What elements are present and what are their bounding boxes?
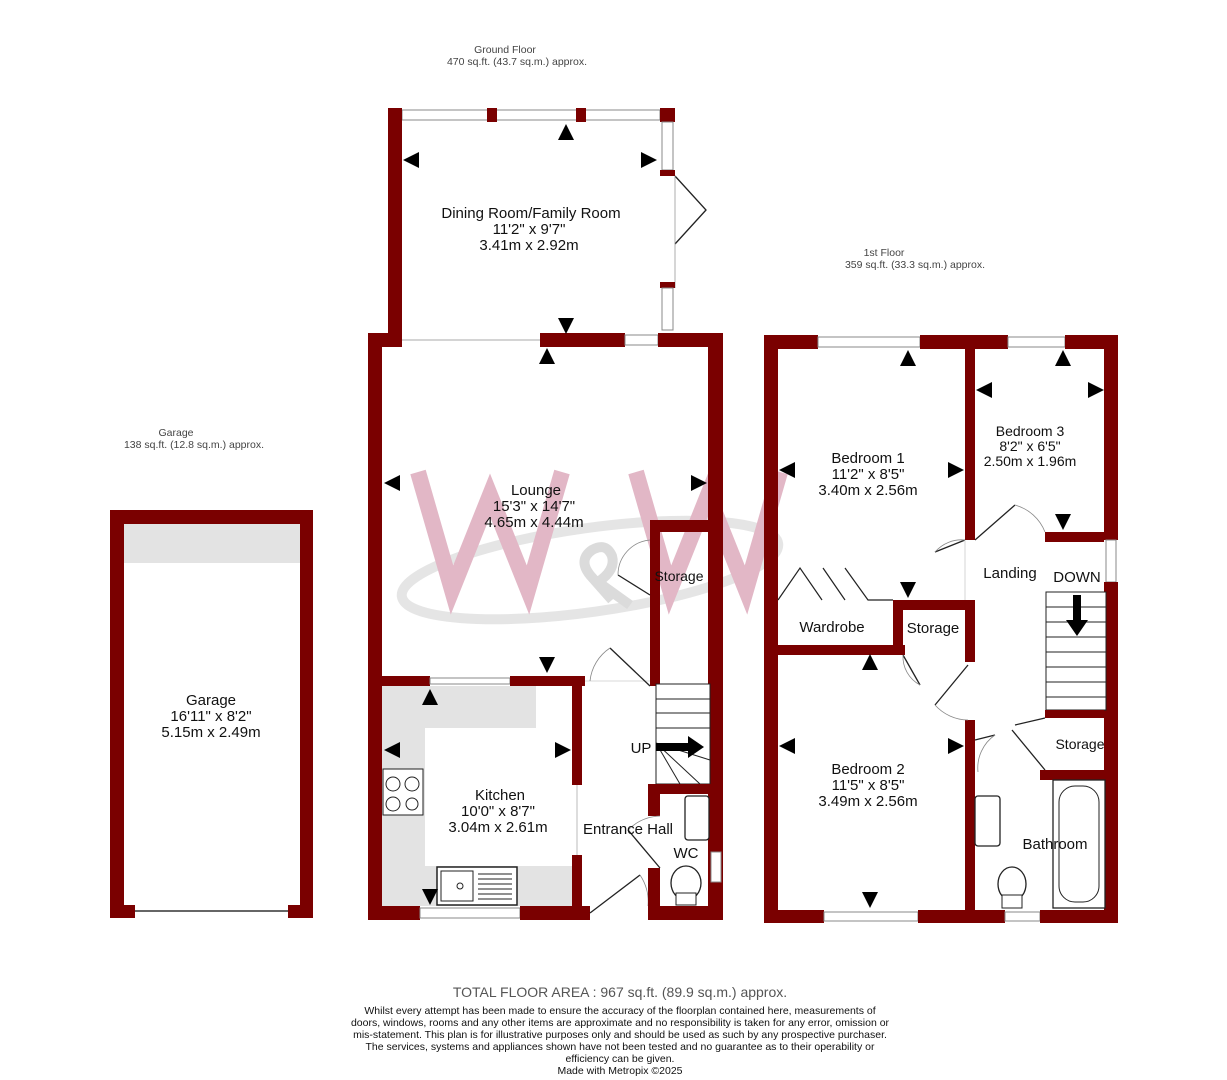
dimension-arrows-ground [384,124,707,905]
bedroom1-imperial: 11'2" x 8'5" [832,466,905,483]
basin-icon [684,795,710,841]
ground-floor-area: 470 sq.ft. (43.7 sq.m.) approx. [447,56,587,68]
garage-plan [110,510,313,918]
up-label: UP [631,740,652,757]
dining-metric: 3.41m x 2.92m [479,237,578,254]
watermark-logo [396,469,788,625]
lounge-name: Lounge [511,482,561,499]
bath-icon [1052,779,1106,909]
ground-floor-title: Ground Floor [474,44,536,56]
storage-first-label: Storage [907,620,960,637]
kitchen-imperial: 10'0" x 8'7" [461,803,535,820]
down-label: DOWN [1053,569,1101,586]
garage-name: Garage [186,692,236,709]
bedroom3-metric: 2.50m x 1.96m [984,453,1077,469]
dining-name: Dining Room/Family Room [441,205,620,222]
bedroom1-name: Bedroom 1 [831,450,904,467]
garage-floor-title: Garage [158,427,193,439]
bathroom-basin-icon [974,795,1001,847]
hob-icon [382,768,424,816]
dimension-arrows-first [779,350,1104,908]
stairs-down-icon [1045,591,1107,711]
bedroom2-metric: 3.49m x 2.56m [818,793,917,810]
storage-first2-label: Storage [1055,736,1104,752]
lounge-imperial: 15'3" x 14'7" [493,498,575,515]
footer: TOTAL FLOOR AREA : 967 sq.ft. (89.9 sq.m… [300,983,940,1077]
bedroom3-name: Bedroom 3 [996,423,1065,439]
wc-label: WC [674,845,699,862]
ground-floor-plan [368,108,723,920]
bedroom2-imperial: 11'5" x 8'5" [832,777,905,794]
stairs-up-icon [655,683,711,785]
first-floor-title: 1st Floor [864,247,905,259]
lounge-metric: 4.65m x 4.44m [484,514,583,531]
kitchen-metric: 3.04m x 2.61m [448,819,547,836]
first-floor-area: 359 sq.ft. (33.3 sq.m.) approx. [845,259,985,271]
kitchen-name: Kitchen [475,787,525,804]
sink-icon [436,866,518,906]
bathroom-label: Bathroom [1022,836,1087,853]
garage-floor-area: 138 sq.ft. (12.8 sq.m.) approx. [124,439,264,451]
disclaimer: Whilst every attempt has been made to en… [350,1005,890,1065]
landing-label: Landing [983,565,1036,582]
garage-imperial: 16'11" x 8'2" [170,708,251,725]
garage-metric: 5.15m x 2.49m [161,724,260,741]
toilet-icon [670,865,702,906]
storage-ground-label: Storage [654,568,703,584]
bathroom-toilet-icon [997,866,1027,909]
made-with-credit: Made with Metropix ©2025 [557,1065,683,1077]
first-floor-plan [764,335,1118,923]
bedroom1-metric: 3.40m x 2.56m [818,482,917,499]
total-floor-area: TOTAL FLOOR AREA : 967 sq.ft. (89.9 sq.m… [452,984,788,1000]
dining-imperial: 11'2" x 9'7" [493,221,566,238]
bedroom3-imperial: 8'2" x 6'5" [999,438,1060,454]
bedroom2-name: Bedroom 2 [831,761,904,778]
entrance-hall-label: Entrance Hall [583,821,673,838]
wardrobe-label: Wardrobe [799,619,864,636]
